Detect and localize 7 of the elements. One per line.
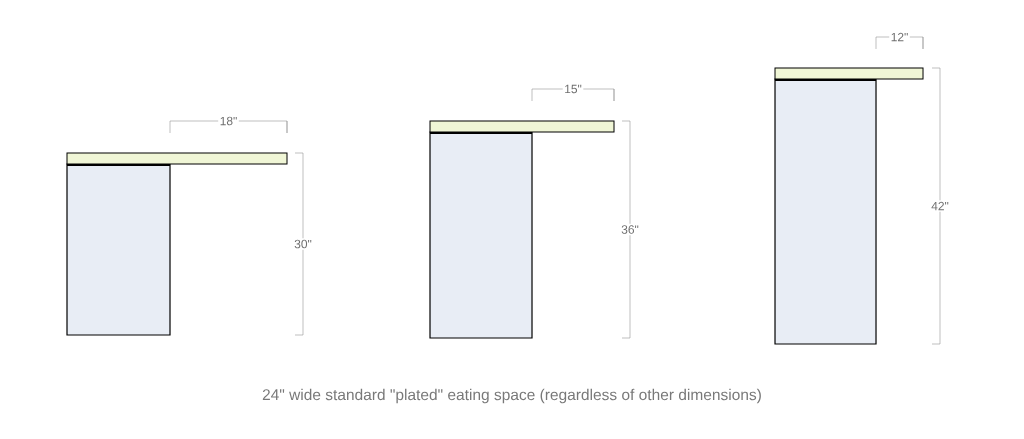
dimension-label: 30" [292,238,314,250]
dimension-label: 12" [889,31,910,43]
dimension-label: 15" [562,83,584,95]
dimension-label: 42" [929,200,951,212]
dimension-label: 36" [619,223,641,236]
dimension-label: 18" [218,115,239,127]
caption: 24" wide standard "plated" eating space (regardless of other dimensions) [262,388,761,404]
